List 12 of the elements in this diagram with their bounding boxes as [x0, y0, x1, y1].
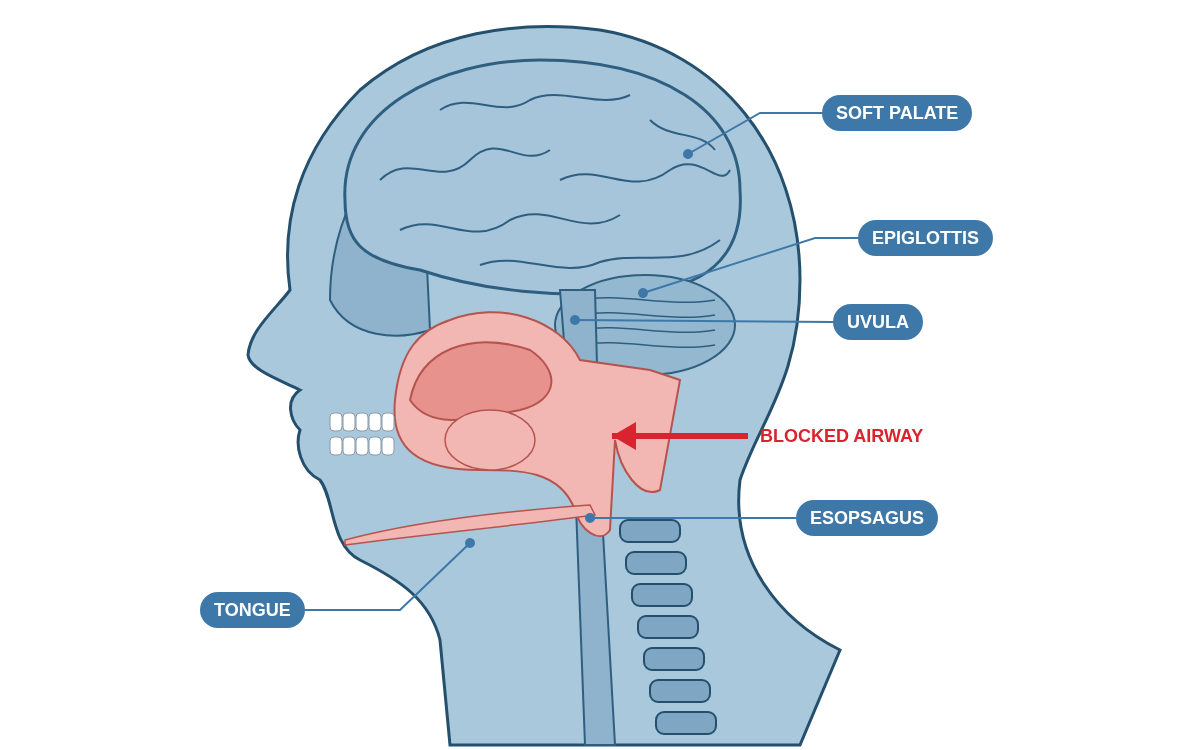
leader-line [638, 237, 859, 298]
label-pill: ESOPSAGUS [796, 500, 939, 536]
label-pill: EPIGLOTTIS [858, 220, 993, 256]
label-pill: UVULA [833, 304, 923, 340]
leader-line [585, 513, 797, 523]
leader-line [570, 315, 834, 325]
leader-line [303, 538, 475, 611]
label-pill: SOFT PALATE [822, 95, 973, 131]
leader-line [683, 112, 823, 159]
warning-label: BLOCKED AIRWAY [760, 424, 924, 448]
label-pill: TONGUE [200, 592, 305, 628]
arrow [612, 422, 748, 450]
